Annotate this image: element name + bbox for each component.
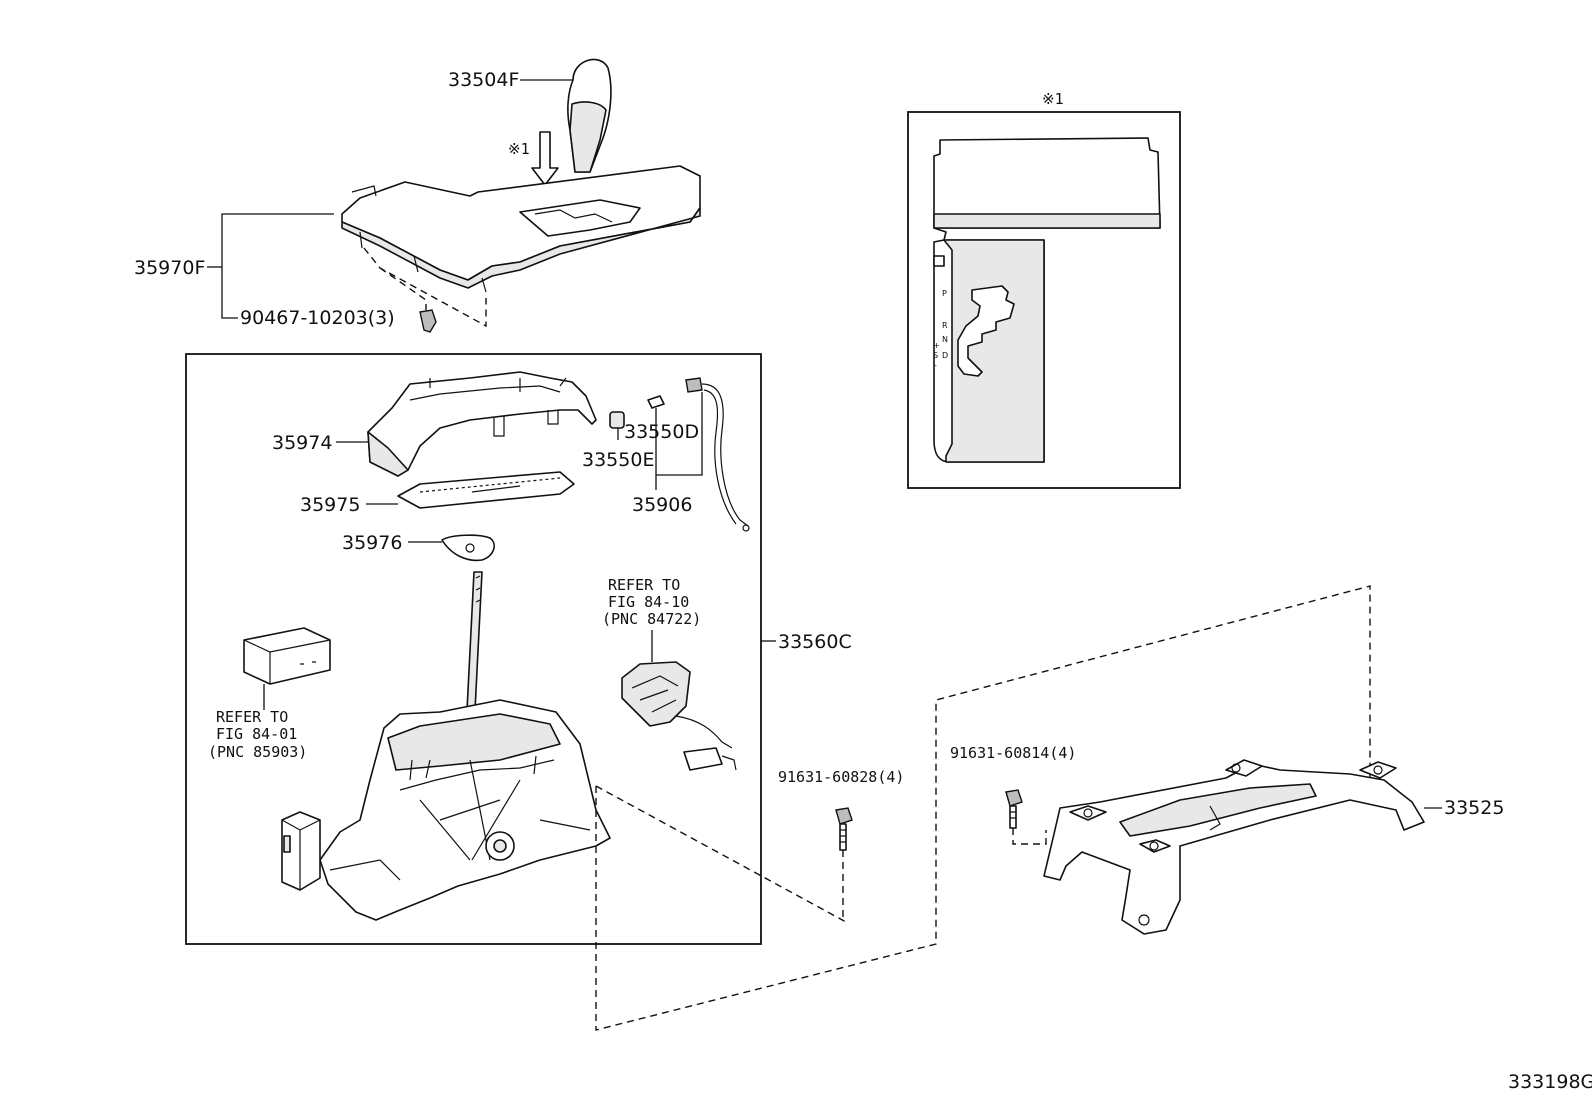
label-bezel: 35970F bbox=[134, 257, 205, 279]
detail-frame bbox=[907, 111, 1181, 489]
shift-lock-solenoid bbox=[621, 661, 737, 771]
gate-r: R bbox=[942, 321, 948, 330]
detail-indicator-panel bbox=[933, 137, 1161, 463]
label-bulb-d: 33550D bbox=[624, 421, 699, 443]
label-indicator-slider: 35976 bbox=[342, 532, 402, 554]
label-bulb-assy: 35906 bbox=[632, 494, 692, 516]
leader-bezel bbox=[221, 213, 334, 319]
gate-n: N bbox=[942, 335, 948, 344]
label-ref-mark: ※1 bbox=[508, 140, 530, 158]
label-knob: 33504F bbox=[448, 69, 519, 91]
label-bulb-e: 33550E bbox=[582, 449, 654, 471]
bolt-a bbox=[835, 807, 853, 851]
gate-s: S bbox=[933, 351, 938, 360]
gate-d: D bbox=[942, 351, 948, 360]
indicator-housing bbox=[367, 371, 597, 477]
shift-knob bbox=[567, 58, 612, 173]
shift-lever-base bbox=[281, 571, 611, 921]
label-bolt-a: 91631-60828(4) bbox=[778, 768, 904, 786]
label-indicator-housing: 35974 bbox=[272, 432, 332, 454]
gate-plus: + bbox=[933, 341, 940, 350]
label-indicator-plate: 35975 bbox=[300, 494, 360, 516]
refer-b-line1: REFER TO bbox=[216, 708, 288, 726]
ref-arrow bbox=[531, 131, 559, 186]
detail-title: ※1 bbox=[1042, 90, 1064, 108]
refer-a-line3: (PNC 84722) bbox=[602, 610, 701, 628]
bracket bbox=[1043, 759, 1425, 935]
refer-a-line1: REFER TO bbox=[608, 576, 680, 594]
bolt-b bbox=[1005, 789, 1023, 829]
label-shift-lever-assy: 33560C bbox=[778, 631, 852, 653]
refer-a-line2: FIG 84-10 bbox=[608, 593, 689, 611]
label-clip: 90467-10203(3) bbox=[240, 307, 395, 329]
assembly-frame bbox=[185, 353, 762, 945]
label-bolt-b: 91631-60814(4) bbox=[950, 744, 1076, 762]
refer-b-line2: FIG 84-01 bbox=[216, 725, 297, 743]
shift-bezel bbox=[341, 165, 701, 293]
bulb-socket-assy bbox=[609, 377, 750, 532]
clip bbox=[419, 309, 437, 333]
figure-id: 333198G bbox=[1508, 1071, 1592, 1093]
refer-b-line3: (PNC 85903) bbox=[208, 743, 307, 761]
gate-p: P bbox=[942, 289, 947, 298]
indicator-plate bbox=[397, 471, 575, 509]
indicator-slider bbox=[441, 534, 495, 562]
gate-minus: - bbox=[934, 361, 937, 370]
control-module bbox=[243, 627, 331, 685]
label-bracket: 33525 bbox=[1444, 797, 1504, 819]
